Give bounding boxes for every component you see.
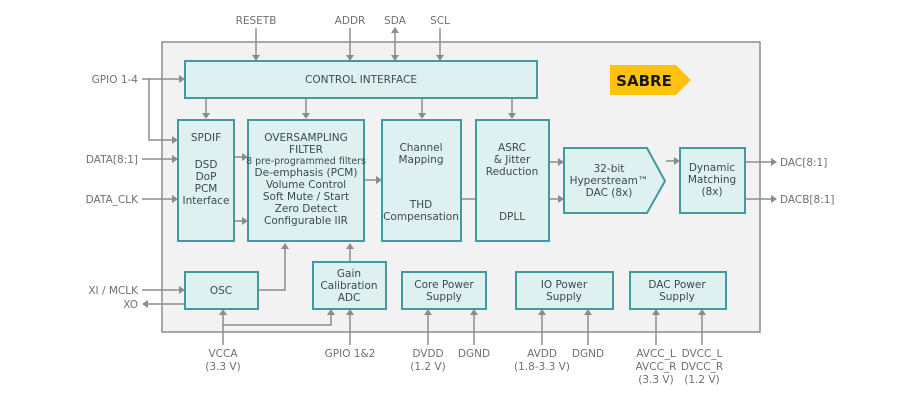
- svg-text:Channel: Channel: [399, 142, 442, 154]
- pin-data-clk: DATA_CLK: [86, 194, 139, 206]
- gain-calibration-adc-block: Gain Calibration ADC: [312, 261, 387, 310]
- svg-text:Interface: Interface: [182, 195, 229, 207]
- svg-text:Soft Mute / Start: Soft Mute / Start: [263, 191, 349, 203]
- pin-dgnd-io: DGND: [572, 348, 604, 360]
- svg-text:(1.2 V): (1.2 V): [410, 361, 445, 373]
- svg-text:Supply: Supply: [546, 291, 582, 303]
- svg-text:DGND: DGND: [572, 348, 604, 360]
- svg-text:Zero Detect: Zero Detect: [275, 203, 338, 215]
- pin-data: DATA[8:1]: [86, 154, 138, 166]
- pin-dac: DAC[8:1]: [780, 157, 827, 169]
- svg-text:Calibration: Calibration: [320, 280, 377, 292]
- svg-text:De-emphasis (PCM): De-emphasis (PCM): [255, 167, 358, 179]
- pin-resetb: RESETB: [236, 15, 277, 27]
- channel-mapping-block: Channel Mapping THD Compensation: [381, 119, 462, 242]
- pin-dgnd-core: DGND: [458, 348, 490, 360]
- pin-xi-mclk: XI / MCLK: [88, 285, 139, 297]
- svg-text:OSC: OSC: [210, 285, 232, 297]
- svg-text:DVCC_R: DVCC_R: [681, 361, 723, 373]
- svg-text:32-bit: 32-bit: [594, 163, 625, 175]
- svg-text:8 pre-programmed filters: 8 pre-programmed filters: [246, 156, 366, 167]
- svg-text:DoP: DoP: [196, 171, 217, 183]
- pin-dvdd: DVDD (1.2 V): [410, 348, 445, 373]
- oversampling-filter-block: OVERSAMPLING FILTER 8 pre-programmed fil…: [246, 119, 366, 242]
- svg-text:(3.3 V): (3.3 V): [205, 361, 240, 373]
- pin-vcca: VCCA (3.3 V): [205, 348, 240, 373]
- pin-xo: XO: [123, 299, 138, 311]
- svg-text:DAC Power: DAC Power: [648, 279, 706, 291]
- svg-text:DPLL: DPLL: [499, 211, 525, 223]
- core-power-supply-block: Core Power Supply: [401, 271, 487, 310]
- arrowheads: [142, 27, 777, 315]
- svg-text:(1.2 V): (1.2 V): [684, 374, 719, 386]
- svg-text:DGND: DGND: [458, 348, 490, 360]
- pin-avdd: AVDD (1.8-3.3 V): [514, 348, 570, 373]
- svg-text:Compensation: Compensation: [383, 211, 459, 223]
- hyperstream-dac-block: 32-bit Hyperstream™ DAC (8x): [563, 147, 667, 214]
- pin-sda: SDA: [384, 15, 407, 27]
- pin-gpio-1-2: GPIO 1&2: [325, 348, 376, 360]
- svg-text:AVCC_R: AVCC_R: [636, 361, 677, 373]
- svg-text:(8x): (8x): [701, 186, 722, 198]
- svg-text:ASRC: ASRC: [498, 142, 526, 154]
- pin-avcc: AVCC_L AVCC_R (3.3 V): [636, 348, 677, 386]
- spdif-block: SPDIF DSD DoP PCM Interface: [177, 119, 235, 242]
- svg-text:(1.8-3.3 V): (1.8-3.3 V): [514, 361, 570, 373]
- logo-text: SABRE: [616, 72, 672, 90]
- svg-text:ADC: ADC: [338, 292, 361, 304]
- svg-text:(3.3 V): (3.3 V): [638, 374, 673, 386]
- svg-text:FILTER: FILTER: [289, 144, 323, 156]
- svg-text:Reduction: Reduction: [486, 166, 539, 178]
- io-power-supply-block: IO Power Supply: [515, 271, 614, 310]
- pin-addr: ADDR: [335, 15, 366, 27]
- asrc-block: ASRC & Jitter Reduction DPLL: [475, 119, 550, 242]
- svg-text:OVERSAMPLING: OVERSAMPLING: [264, 132, 348, 144]
- pin-dacb: DACB[8:1]: [780, 194, 835, 206]
- svg-text:Mapping: Mapping: [398, 154, 443, 166]
- svg-text:SPDIF: SPDIF: [191, 132, 221, 144]
- control-interface-block: CONTROL INTERFACE: [184, 60, 538, 99]
- svg-text:AVDD: AVDD: [527, 348, 557, 360]
- svg-text:DVDD: DVDD: [412, 348, 443, 360]
- svg-text:Hyperstream™: Hyperstream™: [570, 175, 649, 187]
- svg-text:IO Power: IO Power: [541, 279, 588, 291]
- svg-text:Gain: Gain: [337, 268, 361, 280]
- svg-text:Matching: Matching: [688, 174, 736, 186]
- svg-text:DAC (8x): DAC (8x): [586, 187, 633, 199]
- svg-text:Configurable IIR: Configurable IIR: [264, 215, 348, 227]
- svg-text:Core Power: Core Power: [414, 279, 474, 291]
- sabre-logo: SABRE: [610, 65, 691, 95]
- svg-text:PCM: PCM: [195, 183, 218, 195]
- svg-text:& Jitter: & Jitter: [494, 154, 531, 166]
- svg-text:Supply: Supply: [659, 291, 695, 303]
- svg-text:AVCC_L: AVCC_L: [636, 348, 676, 360]
- pin-dvcc: DVCC_L DVCC_R (1.2 V): [681, 348, 723, 386]
- svg-text:DVCC_L: DVCC_L: [682, 348, 723, 360]
- svg-text:THD: THD: [409, 199, 432, 211]
- svg-text:GPIO 1&2: GPIO 1&2: [325, 348, 376, 360]
- svg-text:Volume Control: Volume Control: [266, 179, 346, 191]
- svg-text:CONTROL INTERFACE: CONTROL INTERFACE: [305, 74, 417, 86]
- pin-gpio-1-4: GPIO 1-4: [92, 74, 139, 86]
- svg-text:VCCA: VCCA: [208, 348, 238, 360]
- osc-block: OSC: [184, 271, 259, 310]
- svg-text:Supply: Supply: [426, 291, 462, 303]
- dynamic-matching-block: Dynamic Matching (8x): [679, 147, 746, 214]
- svg-text:DSD: DSD: [195, 159, 218, 171]
- pin-scl: SCL: [430, 15, 450, 27]
- svg-text:Dynamic: Dynamic: [689, 162, 736, 174]
- dac-power-supply-block: DAC Power Supply: [629, 271, 727, 310]
